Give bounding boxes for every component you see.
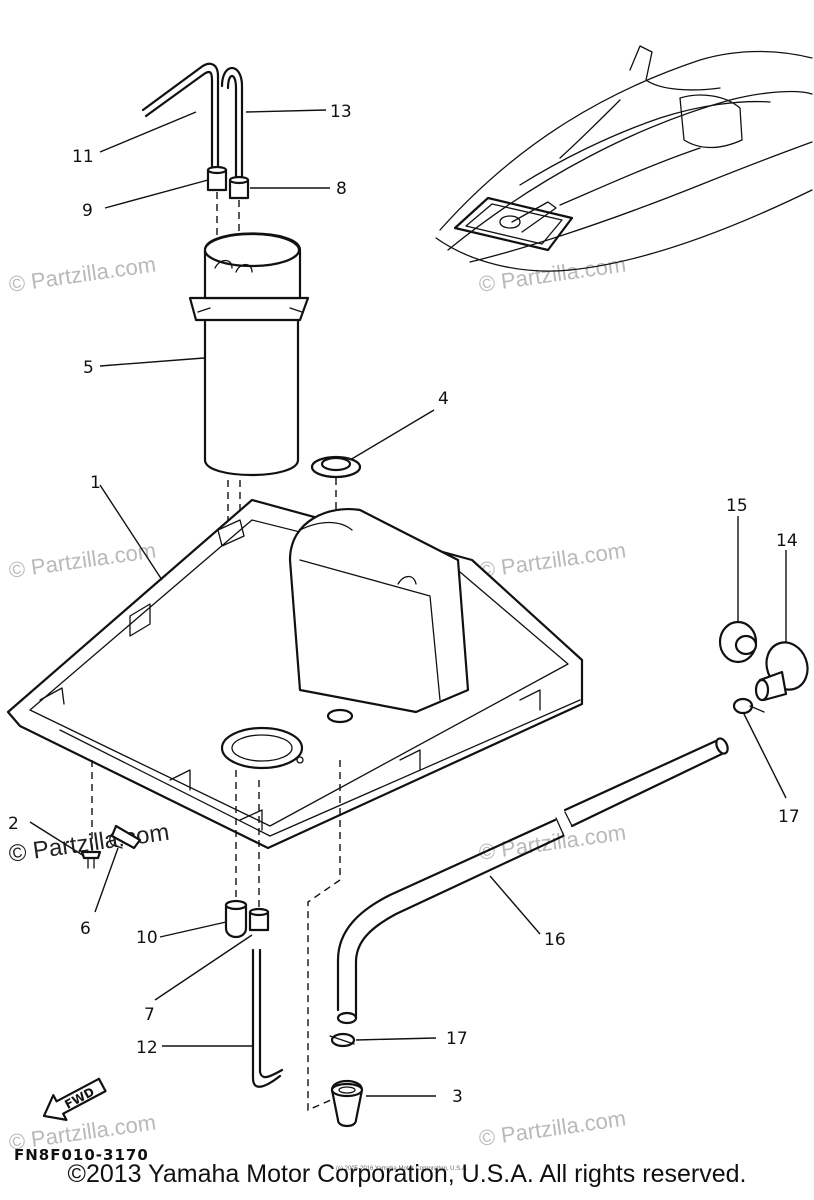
- callout-14: 14: [776, 531, 798, 551]
- cap-8: [228, 175, 250, 200]
- screw-6: [109, 824, 142, 850]
- watermark-4: © Partzilla.com: [477, 538, 627, 583]
- copyright-notice: ©2013 Yamaha Motor Corporation, U.S.A. A…: [67, 1160, 747, 1188]
- leaders: [29, 109, 787, 1097]
- callout-4: 4: [438, 389, 449, 409]
- watermark-5: © Partzilla.com: [477, 820, 627, 865]
- callout-15: 15: [726, 496, 748, 516]
- hose-12: [251, 948, 284, 1088]
- clip-17-lower: [329, 1032, 356, 1048]
- callout-10: 10: [136, 928, 158, 948]
- clip-17-upper: [732, 697, 765, 715]
- callout-16: 16: [544, 930, 566, 950]
- callout-5: 5: [83, 358, 94, 378]
- callout-3: 3: [452, 1087, 463, 1107]
- tray-1: [6, 498, 584, 850]
- hose-16: [336, 737, 729, 1025]
- hose-11-13: [141, 62, 244, 178]
- callout-17-upper: 17: [778, 807, 800, 827]
- callout-12: 12: [136, 1038, 158, 1058]
- cap-14: [754, 641, 809, 702]
- grommet-4: [310, 455, 362, 479]
- callout-2: 2: [8, 814, 19, 834]
- small-credit: (c) 2005-2016 Yamaha Motor Corporation, …: [336, 1166, 468, 1172]
- callout-17-lower: 17: [446, 1029, 468, 1049]
- outlet-3: [330, 1079, 364, 1128]
- watermark-dark: © Partzilla.com: [7, 819, 171, 868]
- watercraft-inset: [435, 45, 813, 272]
- callout-8: 8: [336, 179, 347, 199]
- callout-6: 6: [80, 919, 91, 939]
- watermark-7: © Partzilla.com: [477, 1106, 627, 1151]
- callout-13: 13: [330, 102, 352, 122]
- callout-7: 7: [144, 1005, 155, 1025]
- grommet-15: [718, 620, 758, 664]
- callout-9: 9: [82, 201, 93, 221]
- callout-1: 1: [90, 473, 101, 493]
- connector-10: [224, 899, 248, 939]
- watermark-3: © Partzilla.com: [7, 538, 157, 583]
- watermark-1: © Partzilla.com: [7, 252, 157, 297]
- canister-5: [188, 232, 310, 477]
- screw-2: [80, 850, 102, 869]
- watermark-2: © Partzilla.com: [477, 252, 627, 297]
- callout-11: 11: [72, 147, 94, 167]
- callout-numbers: 11 13 9 8 5 4 1 2 6 10 7 16 12 17 3 15 1…: [8, 102, 800, 1107]
- connector-7: [248, 907, 270, 932]
- diagram-code: FN8F010-3170: [14, 1146, 149, 1164]
- cap-9: [206, 165, 228, 192]
